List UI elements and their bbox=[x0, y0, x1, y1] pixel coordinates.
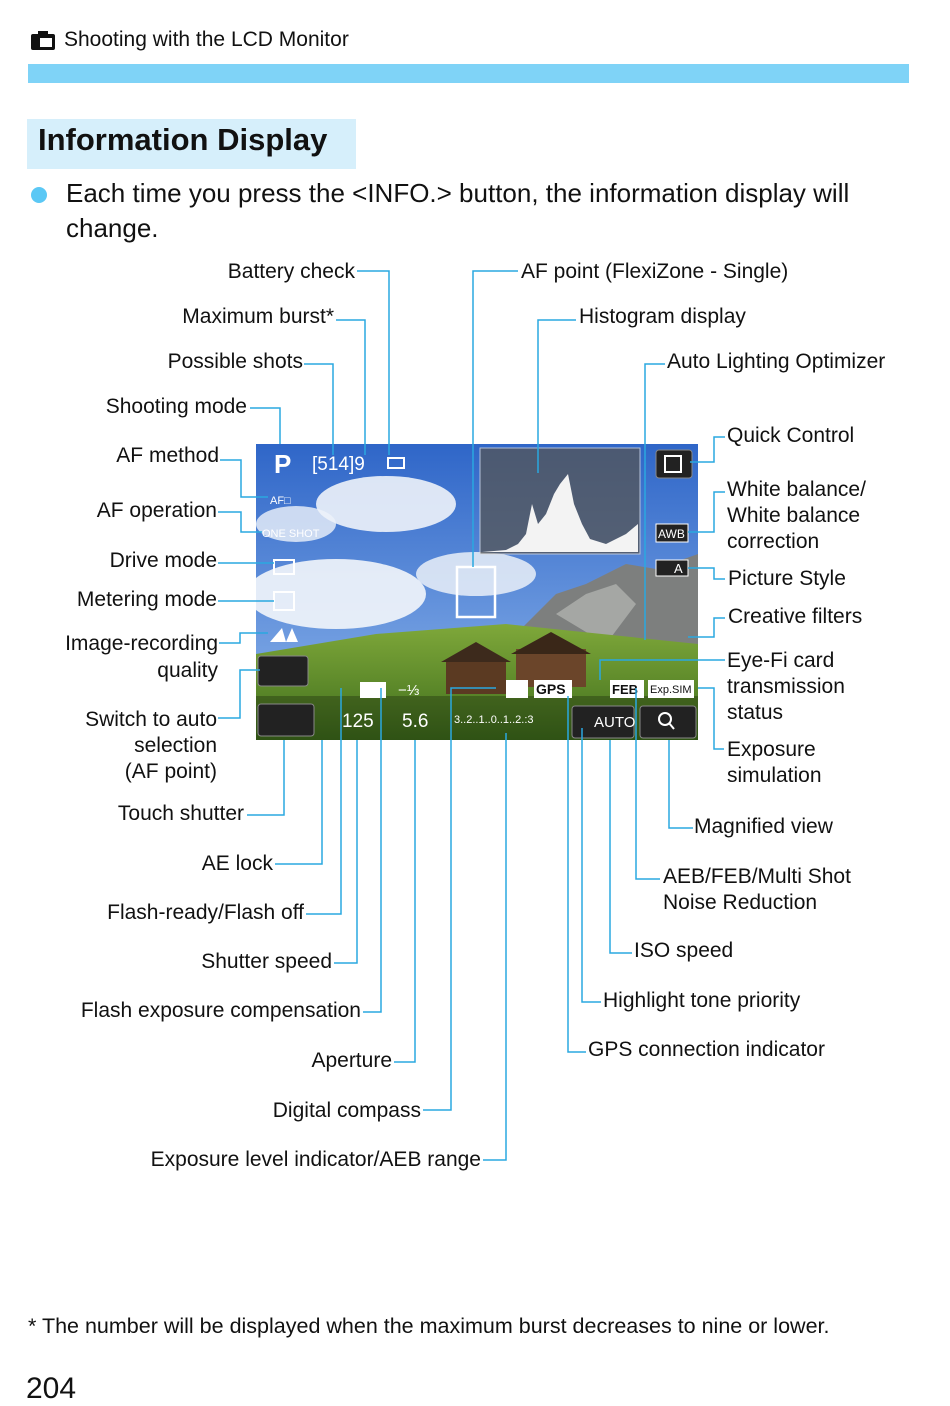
label-creative-filters: Creative filters bbox=[728, 605, 863, 628]
screen-shutter: 125 bbox=[342, 711, 374, 732]
label-metering-mode: Metering mode bbox=[76, 588, 217, 611]
label-maximum-burst: Maximum burst* bbox=[182, 305, 334, 328]
label-expsim-2: simulation bbox=[727, 764, 822, 787]
chapter-title: Shooting with the LCD Monitor bbox=[64, 28, 349, 51]
label-magnified-view: Magnified view bbox=[694, 815, 833, 838]
label-image-quality-2: quality bbox=[157, 659, 218, 682]
label-image-quality-1: Image-recording bbox=[65, 632, 218, 655]
screen-af-operation: ONE SHOT bbox=[262, 528, 320, 540]
label-wb-1: White balance/ bbox=[727, 478, 866, 501]
label-shutter-speed: Shutter speed bbox=[201, 950, 332, 973]
label-drive-mode: Drive mode bbox=[109, 549, 217, 572]
label-alo: Auto Lighting Optimizer bbox=[667, 350, 886, 373]
label-eyefi-1: Eye-Fi card bbox=[727, 649, 835, 672]
screen-flash-comp: −⅓ bbox=[398, 682, 420, 699]
screen-ps: A bbox=[674, 561, 683, 576]
screen-mode: P bbox=[274, 449, 291, 479]
camera-icon bbox=[30, 29, 56, 51]
label-shooting-mode: Shooting mode bbox=[105, 395, 247, 418]
label-possible-shots: Possible shots bbox=[167, 350, 303, 373]
label-touch-shutter: Touch shutter bbox=[117, 802, 244, 825]
label-aeb-2: Noise Reduction bbox=[663, 891, 818, 914]
label-switch-auto-3: (AF point) bbox=[124, 760, 217, 783]
label-histogram: Histogram display bbox=[579, 305, 746, 328]
screen-gps: GPS bbox=[536, 681, 566, 697]
chapter-header: Shooting with the LCD Monitor bbox=[30, 28, 349, 52]
footnote: * The number will be displayed when the … bbox=[28, 1314, 830, 1338]
label-switch-auto-2: selection bbox=[134, 734, 217, 757]
screen-expsim: Exp.SIM bbox=[650, 684, 692, 696]
screen-af-method: AF□ bbox=[270, 495, 291, 507]
label-ae-lock: AE lock bbox=[201, 852, 273, 875]
label-af-method: AF method bbox=[116, 444, 219, 467]
label-picture-style: Picture Style bbox=[728, 567, 846, 590]
label-digital-compass: Digital compass bbox=[272, 1099, 421, 1122]
label-flash-comp: Flash exposure compensation bbox=[80, 999, 361, 1022]
page-number: 204 bbox=[26, 1372, 77, 1405]
label-af-point: AF point (FlexiZone - Single) bbox=[521, 260, 789, 283]
label-battery-check: Battery check bbox=[227, 260, 355, 283]
label-aeb-1: AEB/FEB/Multi Shot bbox=[663, 865, 851, 888]
label-aperture: Aperture bbox=[311, 1049, 392, 1072]
label-wb-3: correction bbox=[727, 530, 820, 553]
screen-iso: AUTO bbox=[594, 714, 635, 731]
header-rule bbox=[28, 64, 909, 83]
label-quick-control: Quick Control bbox=[727, 424, 855, 447]
label-expsim-1: Exposure bbox=[727, 738, 816, 761]
label-highlight-tone: Highlight tone priority bbox=[603, 989, 801, 1012]
screen-aperture: 5.6 bbox=[402, 711, 428, 732]
label-switch-auto-1: Switch to auto bbox=[85, 708, 217, 731]
screen-shots: [514]9 bbox=[312, 454, 365, 475]
bullet-text: Each time you press the <INFO.> button, … bbox=[66, 178, 850, 243]
label-eyefi-2: transmission bbox=[727, 675, 845, 698]
label-gps-indicator: GPS connection indicator bbox=[588, 1038, 825, 1061]
label-iso-speed: ISO speed bbox=[634, 939, 734, 962]
screen-feb: FEB bbox=[612, 682, 638, 697]
magnify-icon bbox=[658, 712, 672, 726]
label-exposure-level: Exposure level indicator/AEB range bbox=[150, 1148, 481, 1171]
label-flash-ready: Flash-ready/Flash off bbox=[107, 901, 304, 924]
screen-awb: AWB bbox=[658, 527, 685, 541]
label-wb-2: White balance bbox=[727, 504, 861, 527]
label-af-operation: AF operation bbox=[96, 499, 217, 522]
label-eyefi-3: status bbox=[727, 701, 784, 724]
screen-scale: 3..2..1..0..1..2.:3 bbox=[454, 714, 534, 726]
section-title: Information Display bbox=[38, 122, 328, 157]
section-title-box bbox=[27, 119, 356, 169]
lcd-screen-image: P [514]9 AF□ ONE SHOT AWB A GPS FEB Exp.… bbox=[256, 444, 698, 740]
bullet-icon bbox=[31, 187, 47, 203]
